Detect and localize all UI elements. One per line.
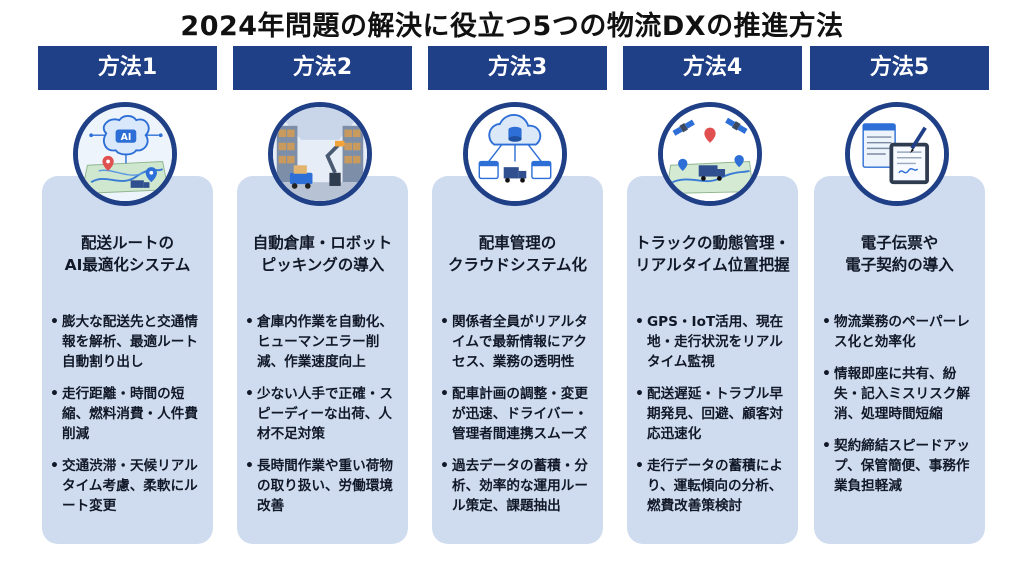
method-column-2: 方法2 自動倉庫・ロボット ピッキングの導入	[233, 46, 412, 546]
page-title: 2024年問題の解決に役立つ5つの物流DXの推進方法	[180, 11, 844, 42]
method-title: トラックの動態管理・ リアルタイム位置把握	[627, 232, 798, 276]
bullet-item: 交通渋滞・天候リアルタイム考慮、柔軟にルート変更	[42, 456, 213, 516]
method-column-4: 方法4 トラックの動態管理・ リアルタイム位置把握	[623, 46, 802, 546]
bullet-item: 配車計画の調整・変更が迅速、ドライバー・管理者間連携スムーズ	[432, 384, 603, 444]
method-bullet-list: 倉庫内作業を自動化、ヒューマンエラー削減、作業速度向上 少ない人手で正確・スピー…	[237, 312, 408, 528]
method-title-line: AI最適化システム	[64, 256, 191, 274]
method-title: 自動倉庫・ロボット ピッキングの導入	[237, 232, 408, 276]
cloud-dispatch-icon	[463, 102, 567, 206]
method-title-line: 電子契約の導入	[845, 256, 954, 274]
bullet-item: 物流業務のペーパーレス化と効率化	[814, 312, 985, 352]
method-header: 方法4	[623, 46, 802, 90]
method-title-line: 自動倉庫・ロボット	[252, 234, 393, 252]
method-header: 方法3	[428, 46, 607, 90]
bullet-item: 長時間作業や重い荷物の取り扱い、労働環境改善	[237, 456, 408, 516]
bullet-item: 倉庫内作業を自動化、ヒューマンエラー削減、作業速度向上	[237, 312, 408, 372]
method-header: 方法2	[233, 46, 412, 90]
bullet-item: 情報即座に共有、紛失・記入ミスリスク解消、処理時間短縮	[814, 364, 985, 424]
method-title-line: 配車管理の	[478, 234, 557, 252]
bullet-item: 契約締結スピードアップ、保管簡便、事務作業負担軽減	[814, 436, 985, 496]
bullet-item: 膨大な配送先と交通情報を解析、最適ルート自動割り出し	[42, 312, 213, 372]
method-header: 方法5	[810, 46, 989, 90]
bullet-item: 走行距離・時間の短縮、燃料消費・人件費削減	[42, 384, 213, 444]
method-title-line: 配送ルートの	[80, 234, 174, 252]
ai-brain-map-icon: AI	[73, 102, 177, 206]
method-title-line: トラックの動態管理・	[634, 234, 790, 252]
bullet-item: 配送遅延・トラブル早期発見、回避、顧客対応迅速化	[627, 384, 798, 444]
ai-chip-label: AI	[121, 132, 132, 143]
bullet-item: 過去データの蓄積・分析、効率的な運用ルール策定、課題抽出	[432, 456, 603, 516]
method-column-5: 方法5 電子伝票や 電子契約の導入 物流業務のペーパーレス化と効率化 情	[810, 46, 989, 546]
satellite-truck-icon	[658, 102, 762, 206]
method-bullet-list: 関係者全員がリアルタイムで最新情報にアクセス、業務の透明性 配車計画の調整・変更…	[432, 312, 603, 528]
e-document-icon	[845, 102, 949, 206]
method-bullet-list: 物流業務のペーパーレス化と効率化 情報即座に共有、紛失・記入ミスリスク解消、処理…	[814, 312, 985, 508]
method-title: 電子伝票や 電子契約の導入	[814, 232, 985, 276]
method-title-line: ピッキングの導入	[260, 256, 385, 274]
bullet-item: 関係者全員がリアルタイムで最新情報にアクセス、業務の透明性	[432, 312, 603, 372]
method-title-line: クラウドシステム化	[447, 256, 588, 274]
method-bullet-list: 膨大な配送先と交通情報を解析、最適ルート自動割り出し 走行距離・時間の短縮、燃料…	[42, 312, 213, 528]
method-title-line: 電子伝票や	[860, 234, 939, 252]
method-column-1: 方法1 AI 配送ルートの AI最適化システム 膨大な配送先と交通情報	[38, 46, 217, 546]
method-header: 方法1	[38, 46, 217, 90]
method-column-3: 方法3 配車管理の クラウドシステム化 関係者全員がリアルタイムで最新情報にアク…	[428, 46, 607, 546]
bullet-item: 少ない人手で正確・スピーディーな出荷、人材不足対策	[237, 384, 408, 444]
method-bullet-list: GPS・IoT活用、現在地・走行状況をリアルタイム監視 配送遅延・トラブル早期発…	[627, 312, 798, 528]
bullet-item: GPS・IoT活用、現在地・走行状況をリアルタイム監視	[627, 312, 798, 372]
method-title: 配車管理の クラウドシステム化	[432, 232, 603, 276]
method-title-line: リアルタイム位置把握	[635, 256, 790, 274]
bullet-item: 走行データの蓄積により、運転傾向の分析、燃費改善策検討	[627, 456, 798, 516]
warehouse-robot-icon	[268, 102, 372, 206]
method-title: 配送ルートの AI最適化システム	[42, 232, 213, 276]
